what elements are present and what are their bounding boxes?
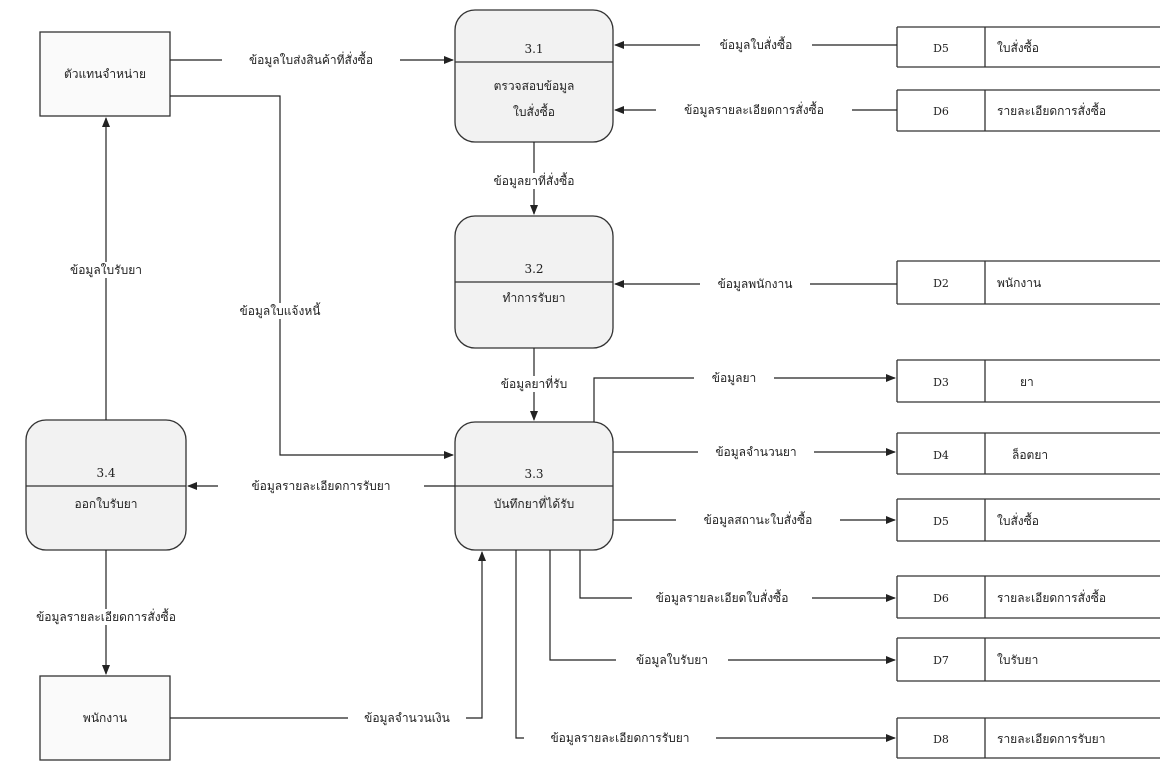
store-code: D6 [933,105,949,118]
flow-d2-to-3-2: ข้อมูลพนักงาน [614,276,897,292]
flow-label: ข้อมูลรายละเอียดการรับยา [550,731,689,746]
store-name: รายละเอียดการสั่งซื้อ [997,102,1106,118]
flow-label: ข้อมูลสถานะใบสั่งซื้อ [704,511,813,528]
flow-3-4-to-staff: ข้อมูลรายละเอียดการสั่งซื้อ [10,550,202,675]
external-entity-supplier: ตัวแทนจำหน่าย [39,31,171,117]
process-3-3: 3.3 บันทึกยาที่ได้รับ [454,421,614,551]
flow-d5-to-3-1: ข้อมูลใบสั่งซื้อ [614,36,897,53]
process-name-line-1: ทำการรับยา [503,291,566,305]
data-store-d5-bottom: D5 ใบสั่งซื้อ [896,498,1160,542]
flow-label: ข้อมูลใบแจ้งหนี้ [240,302,321,319]
flow-label: ข้อมูลใบรับยา [70,263,142,278]
process-number: 3.3 [524,467,543,481]
entity-label: พนักงาน [83,711,127,725]
external-entity-staff: พนักงาน [39,675,171,761]
process-name-line-1: ตรวจสอบข้อมูล [494,79,575,94]
flow-3-3-to-3-4: ข้อมูลรายละเอียดการรับยา [187,478,455,494]
flow-label: ข้อมูลยาที่สั่งซื้อ [494,172,575,189]
flow-3-3-to-d6: ข้อมูลรายละเอียดใบสั่งซื้อ [579,550,896,606]
flow-3-2-to-3-3: ข้อมูลยาที่รับ [476,348,592,421]
flow-3-3-to-d4: ข้อมูลจำนวนยา [613,444,896,460]
flow-label: ข้อมูลรายละเอียดการรับยา [251,479,390,494]
flow-label: ข้อมูลรายละเอียดใบสั่งซื้อ [656,589,789,606]
process-name-line-1: บันทึกยาที่ได้รับ [494,495,575,511]
flow-label: ข้อมูลพนักงาน [718,277,793,292]
store-name: พนักงาน [997,276,1041,290]
flow-3-3-to-d7: ข้อมูลใบรับยา [549,550,896,668]
flow-3-3-to-d3: ข้อมูลยา [593,370,896,422]
data-store-d4: D4 ล็อตยา [896,432,1160,475]
flow-label: ข้อมูลใบรับยา [636,653,708,668]
process-name-line-1: ออกใบรับยา [75,497,138,511]
data-store-d6-top: D6 รายละเอียดการสั่งซื้อ [896,89,1160,132]
process-number: 3.4 [96,466,115,480]
store-code: D3 [933,376,949,389]
flow-3-1-to-3-2: ข้อมูลยาที่สั่งซื้อ [474,142,594,215]
process-3-1: 3.1 ตรวจสอบข้อมูล ใบสั่งซื้อ [454,9,614,143]
flow-label: ข้อมูลใบส่งสินค้าที่สั่งซื้อ [249,51,373,68]
flow-d6-to-3-1: ข้อมูลรายละเอียดการสั่งซื้อ [614,101,897,118]
store-code: D5 [933,515,949,528]
flow-3-3-to-d8: ข้อมูลรายละเอียดการรับยา [515,550,896,746]
process-number: 3.1 [524,42,543,56]
store-code: D5 [933,42,949,55]
data-store-d5-top: D5 ใบสั่งซื้อ [896,26,1160,68]
store-name: ใบรับยา [997,653,1038,667]
flow-label: ข้อมูลยาที่รับ [501,375,567,392]
store-code: D7 [933,654,949,667]
store-name: รายละเอียดการรับยา [997,732,1105,746]
flow-3-4-to-supplier: ข้อมูลใบรับยา [56,117,156,420]
data-store-d6-bottom: D6 รายละเอียดการสั่งซื้อ [896,575,1160,619]
data-store-d7: D7 ใบรับยา [896,637,1160,682]
process-3-4: 3.4 ออกใบรับยา [25,419,187,551]
store-name: รายละเอียดการสั่งซื้อ [997,589,1106,605]
store-name: ใบสั่งซื้อ [997,39,1039,55]
store-name: ล็อตยา [1012,447,1048,462]
flow-label: ข้อมูลจำนวนเงิน [364,711,450,726]
process-name-line-2: ใบสั่งซื้อ [513,103,555,119]
data-store-d3: D3 ยา [896,359,1160,403]
flow-label: ข้อมูลจำนวนยา [715,445,796,460]
data-store-d8: D8 รายละเอียดการรับยา [896,717,1160,759]
store-name: ใบสั่งซื้อ [997,512,1039,528]
store-code: D6 [933,592,949,605]
flow-label: ข้อมูลใบสั่งซื้อ [720,36,793,53]
process-number: 3.2 [524,262,543,276]
flow-label: ข้อมูลรายละเอียดการสั่งซื้อ [36,608,176,625]
store-name: ยา [1020,375,1034,389]
flow-label: ข้อมูลรายละเอียดการสั่งซื้อ [684,101,824,118]
flow-supplier-to-3-3: ข้อมูลใบแจ้งหนี้ [170,95,454,459]
data-store-d2: D2 พนักงาน [896,260,1160,305]
store-code: D2 [933,277,949,290]
flow-label: ข้อมูลยา [712,371,756,386]
flow-3-3-to-d5: ข้อมูลสถานะใบสั่งซื้อ [613,511,896,528]
entity-label: ตัวแทนจำหน่าย [64,67,146,81]
store-code: D4 [933,449,949,462]
process-3-2: 3.2 ทำการรับยา [454,215,614,349]
flow-supplier-to-3-1: ข้อมูลใบส่งสินค้าที่สั่งซื้อ [170,51,454,68]
store-code: D8 [933,733,949,746]
flow-staff-to-3-3: ข้อมูลจำนวนเงิน [170,551,486,726]
